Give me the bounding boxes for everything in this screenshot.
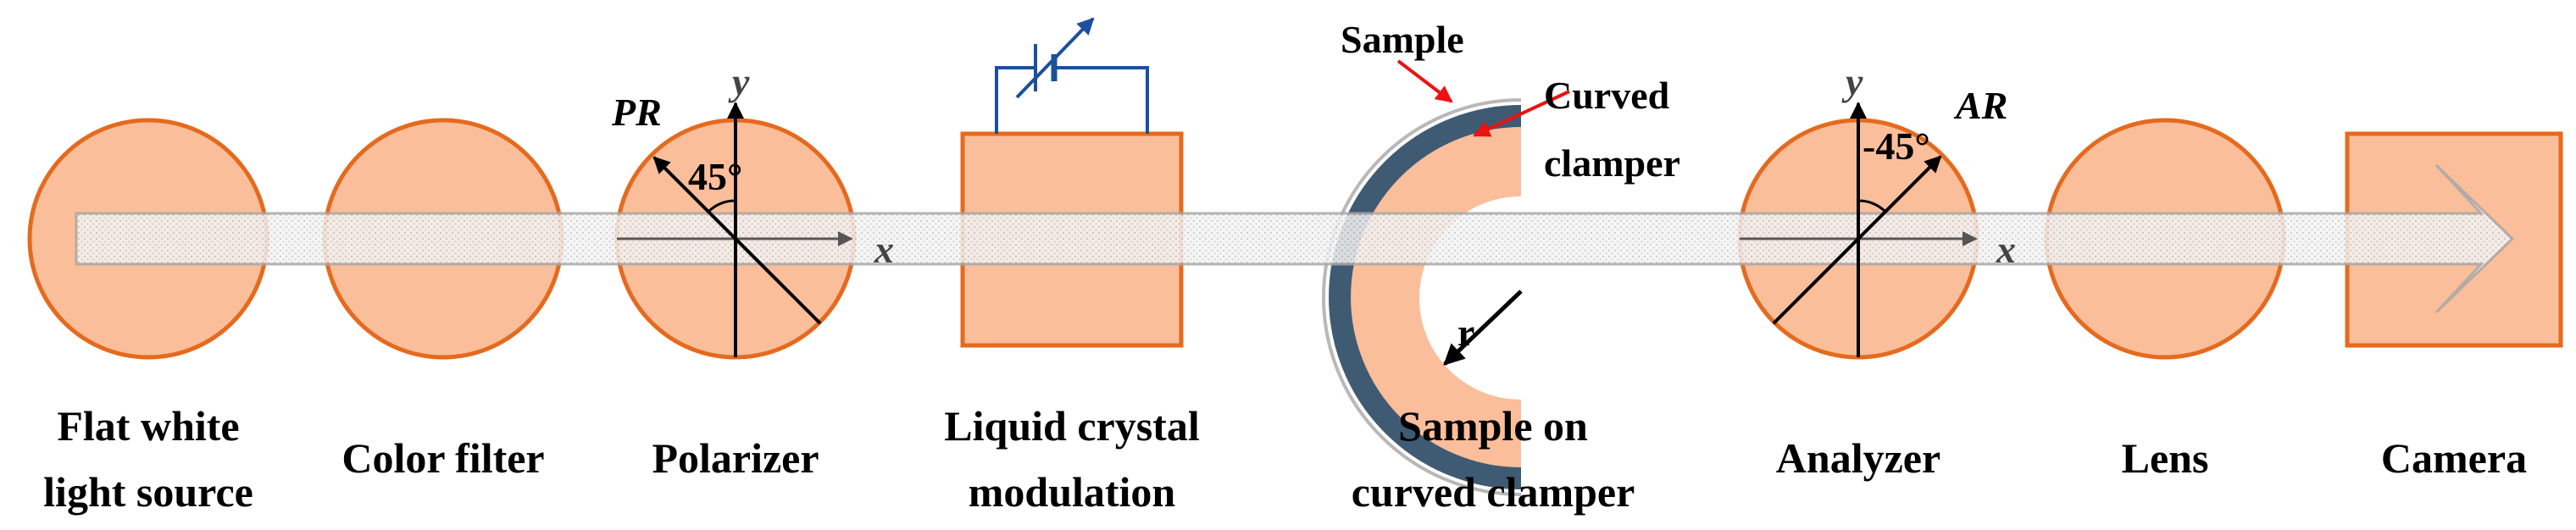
analyzer-angle-label: -45° <box>1863 124 1930 168</box>
sample-strip <box>1329 105 1522 489</box>
sample-annotation: Sample <box>1341 18 1464 61</box>
sample-pointer-arrow <box>1396 59 1453 103</box>
battery-circuit <box>995 17 1149 134</box>
polarizer-x-label: x <box>874 228 894 271</box>
polarizer-angle-label: 45° <box>688 155 742 198</box>
camera-label: Camera <box>2381 434 2527 482</box>
lc-modulation-label-line2: modulation <box>969 468 1176 516</box>
lc-modulation-label-line1: Liquid crystal <box>944 402 1200 450</box>
clamper-annotation-line2: clamper <box>1544 141 1680 185</box>
radius-arrow <box>1443 290 1523 366</box>
analyzer-x-label: x <box>1996 228 2016 271</box>
curved-clamper <box>1340 116 1521 478</box>
radius-label: r <box>1457 311 1474 354</box>
lens-label: Lens <box>2122 434 2209 482</box>
analyzer-label: Analyzer <box>1776 434 1940 482</box>
color-filter-label: Color filter <box>341 434 544 482</box>
polarizer-rotation-label: PR <box>611 91 662 134</box>
light-beam-arrow <box>75 163 2515 314</box>
clamper-annotation-line1: Curved <box>1544 74 1670 117</box>
sample-label-line2: curved clamper <box>1352 468 1635 516</box>
light-source-label-line1: Flat white <box>57 402 239 450</box>
polarizer-y-label: y <box>728 60 750 103</box>
light-source-label-line2: light source <box>43 468 253 516</box>
analyzer-rotation-label: AR <box>1953 84 2007 127</box>
analyzer-y-label: y <box>1841 60 1863 103</box>
analyzer-axes <box>1740 102 1978 357</box>
polarizer-label: Polarizer <box>652 434 819 482</box>
clamper-pointer-arrow <box>1473 90 1570 137</box>
sample-label-line1: Sample on <box>1398 402 1588 450</box>
sample-on-clamper <box>1322 98 1522 496</box>
variable-arrow <box>1015 17 1095 99</box>
polarizer-axes <box>617 102 853 357</box>
